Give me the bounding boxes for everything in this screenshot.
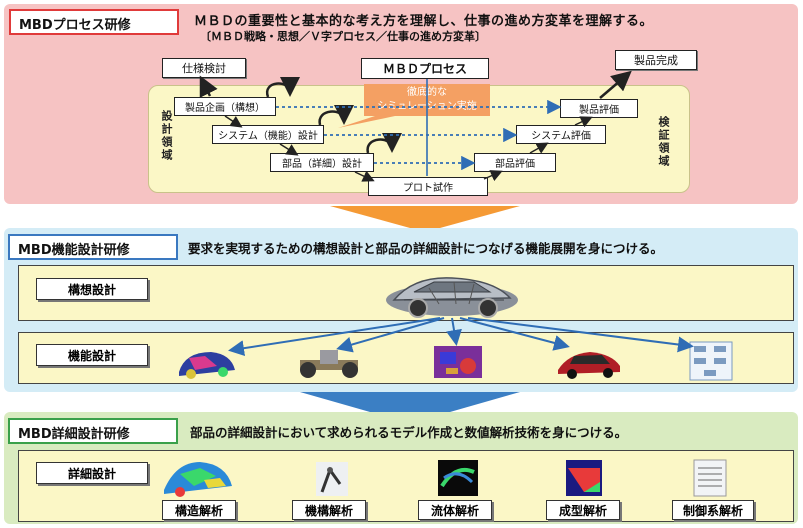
section-process-tag: MBDプロセス研修	[9, 9, 179, 35]
design-domain-label: 設計領域	[160, 110, 173, 162]
function-thumb-car-model	[179, 352, 235, 379]
vehicle-overview-image	[386, 277, 518, 318]
detail-thumb-fluid	[438, 460, 478, 496]
left-box-system-design: システム（機能）設計	[212, 125, 324, 144]
caption-mechanism-analysis: 機構解析	[292, 500, 366, 520]
section-detail-tag: MBD詳細設計研修	[8, 418, 178, 444]
left-box-product-planning: 製品企画（構想）	[174, 97, 276, 116]
detail-design-label: 詳細設計	[36, 462, 148, 484]
detail-thumb-molding	[566, 460, 602, 496]
functional-design-label: 機能設計	[36, 344, 148, 366]
detail-thumb-control	[693, 459, 727, 497]
section-function-description: 要求を実現するための構想設計と部品の詳細設計につなげる機能展開を身につける。	[188, 241, 664, 256]
caption-control-analysis: 制御系解析	[672, 500, 754, 520]
function-thumb-diagram	[689, 341, 733, 381]
caption-structural-analysis: 構造解析	[162, 500, 236, 520]
process-title-box: ＭＢＤプロセス	[361, 58, 489, 79]
right-box-part-eval: 部品評価	[474, 153, 556, 172]
product-completion-box: 製品完成	[615, 50, 697, 70]
section-function-tag: MBD機能設計研修	[8, 234, 178, 260]
concept-design-label: 構想設計	[36, 278, 148, 300]
verification-domain-label: 検証領域	[657, 116, 670, 168]
spec-study-box: 仕様検討	[162, 58, 246, 78]
function-thumb-engine	[434, 346, 482, 378]
detail-thumb-mechanism	[316, 462, 348, 496]
prototype-box: プロト試作	[368, 177, 488, 196]
section-detail-description: 部品の詳細設計において求められるモデル作成と数値解析技術を身につける。	[190, 425, 628, 440]
caption-molding-analysis: 成型解析	[546, 500, 620, 520]
detail-thumb-structural	[164, 462, 232, 497]
function-thumb-red-car	[558, 352, 620, 379]
caption-fluid-analysis: 流体解析	[418, 500, 492, 520]
function-thumb-chassis	[300, 350, 358, 378]
left-box-part-design: 部品（詳細）設計	[270, 153, 374, 172]
section-process-subdescription: 〔ＭＢＤ戦略・思想／Ｖ字プロセス／仕事の進め方変革〕	[200, 30, 486, 43]
section-process-description: ＭＢＤの重要性と基本的な考え方を理解し、仕事の進め方変革を理解する。	[194, 14, 654, 29]
